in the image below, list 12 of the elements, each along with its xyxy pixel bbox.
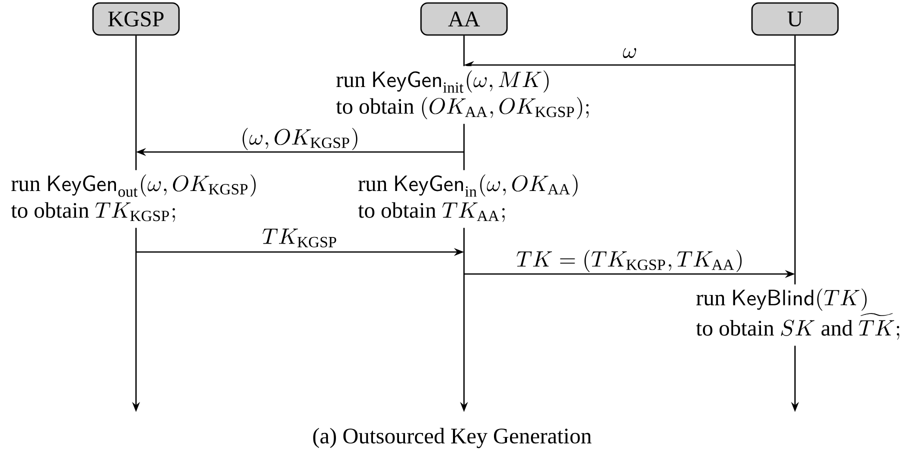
annotation-text: $\begin{array}{@{}l@{}}\text{run }\mathsf{KeyGen}_{\mathrm{init}}(\omega, MK)\\ \text{to obtain }(OK_{\mathrm{AA}}, OK_{\mathrm{KGSP}});\end{array}$ bbox=[334, 66, 593, 124]
annotation-text: $\begin{array}{@{}l@{}}\text{run }\mathsf{KeyBlind}(TK)\\ \text{to obtain }SK\text{ and }\widetilde{TK};\end{array}$ bbox=[694, 284, 904, 346]
participant-box: KGSP bbox=[92, 2, 180, 36]
edge-label: $\omega$ bbox=[622, 48, 636, 58]
edge-label: $(\omega, OK_{\mathrm{KGSP}})$ bbox=[242, 128, 358, 150]
caption: (a) Outsourced Key Generation bbox=[313, 428, 592, 448]
participant-box: U bbox=[751, 2, 839, 36]
participant-box: AA bbox=[420, 2, 508, 36]
edge-label: $TK = (TK_{\mathrm{KGSP}}, TK_{\mathrm{AA}})$ bbox=[516, 250, 742, 272]
annotation-text: $\begin{array}{@{}l@{}}\text{run }\mathsf{KeyGen}_{\mathrm{out}}(\omega, OK_{\mathrm{KGSP}})\\ \text{to obtain }TK_{\mathrm{KGSP}};\end{array}$ bbox=[8, 170, 260, 228]
annotation-text: $\begin{array}{@{}l@{}}\text{run }\mathsf{KeyGen}_{\mathrm{in}}(\omega, OK_{\mathrm{AA}})\\ \text{to obtain }TK_{\mathrm{AA}};\end{array}$ bbox=[356, 170, 582, 228]
edge-label: $TK_{\mathrm{KGSP}}$ bbox=[262, 228, 336, 248]
